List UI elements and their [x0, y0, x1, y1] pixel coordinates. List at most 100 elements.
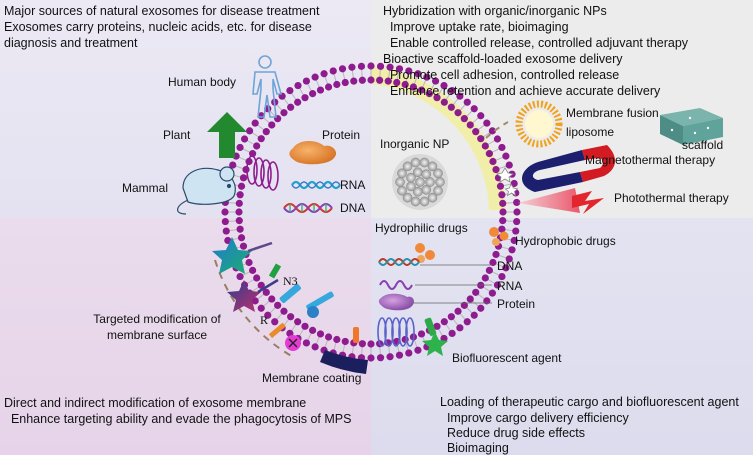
lipid-head [249, 266, 257, 274]
lipid-head [466, 295, 474, 303]
lipid-tail [491, 148, 500, 153]
lipid-tail [242, 271, 251, 276]
lipid-head [309, 90, 317, 98]
lipid-tail [324, 76, 329, 85]
lipid-head [262, 128, 270, 136]
lipid-head [512, 227, 520, 235]
lipid-head [358, 76, 366, 84]
cargo-rna-icon [379, 280, 413, 290]
nanoparticle-sphere [435, 177, 445, 187]
lipid-head [395, 351, 404, 359]
lipid-head [242, 165, 250, 174]
lipid-head [357, 62, 366, 70]
label-biofluorescent-agent: Biofluorescent agent [452, 351, 562, 365]
lipid-head [271, 318, 279, 326]
lipid-head [485, 266, 493, 274]
lipid-head [440, 81, 448, 90]
lipid-head [477, 135, 485, 143]
lipid-tail [228, 202, 237, 204]
lipid-tail [351, 345, 354, 354]
label-dna: DNA [340, 201, 366, 215]
nanoparticle-sphere [421, 184, 432, 195]
cargo-line-2: Improve cargo delivery efficiency [440, 411, 629, 425]
lipid-tail [251, 132, 260, 138]
lipid-tail [299, 328, 304, 337]
lipid-tail [482, 132, 491, 138]
lipid-head [460, 115, 468, 123]
lipid-tail [257, 293, 265, 300]
lipid-head [236, 272, 244, 281]
lipid-head [245, 258, 253, 267]
lipid-tail [238, 156, 247, 161]
cargo-line-3: Reduce drug side effects [440, 426, 585, 440]
label-membrane-fusion: Membrane fusion [566, 106, 659, 120]
lipid-tail [445, 92, 451, 101]
lipid-tail [452, 98, 459, 106]
membrane-receptor-coil [246, 155, 279, 191]
label-hydrophobic-drugs: Hydrophobic drugs [515, 234, 616, 248]
nanoparticle-sphere [433, 185, 443, 196]
lipid-tail [361, 346, 363, 355]
lipid-head [470, 311, 478, 319]
lipid-head [324, 333, 333, 341]
lipid-tail [246, 279, 255, 284]
lipid-head [333, 80, 341, 89]
lipid-head [502, 152, 510, 160]
lipid-tail [315, 79, 320, 88]
lipid-head [329, 67, 337, 75]
lipid-head [236, 225, 244, 233]
lipid-tail [495, 156, 504, 161]
nanoparticle-sphere [402, 192, 413, 203]
dashed-arc-top-right [485, 121, 509, 139]
nanoparticle-sphere [427, 192, 438, 203]
mouse-icon [177, 166, 236, 215]
lipid-head [460, 301, 468, 309]
lipid-head [253, 142, 261, 150]
lipid-head [268, 295, 276, 303]
lipid-head [367, 62, 375, 70]
lipid-head [466, 121, 474, 129]
magnet-spark-icon [496, 167, 514, 183]
nanoparticle-sphere [425, 177, 435, 187]
nanoparticle-sphere [406, 181, 416, 192]
lipid-head [417, 330, 426, 338]
lipid-tail [269, 307, 276, 314]
lipid-head [251, 119, 259, 127]
lipid-head [358, 340, 366, 348]
lipid-tail [269, 110, 276, 117]
lipid-tail [307, 332, 312, 341]
membrane-coating-arc [320, 350, 368, 374]
lipid-head [488, 127, 496, 135]
lipid-tail [477, 124, 485, 131]
lipid-head [492, 165, 500, 174]
lipid-head [395, 65, 404, 73]
lipid-tail [235, 165, 244, 170]
lipid-head [498, 272, 506, 281]
lipid-tail [413, 76, 418, 85]
label-plant: Plant [163, 128, 191, 142]
cargo-protein-icon [378, 293, 414, 311]
lipid-tail [361, 69, 363, 78]
lipid-head [333, 335, 341, 344]
lipid-tail [459, 313, 466, 320]
lipid-head [505, 161, 513, 169]
lipid-head [470, 105, 478, 113]
inorganic-nanoparticle-icon [392, 154, 448, 210]
label-inorganic-np: Inorganic NP [380, 137, 450, 151]
lipid-head [425, 90, 433, 98]
lipid-head [301, 322, 309, 330]
lipid-tail [472, 117, 479, 124]
label-protein: Protein [322, 128, 361, 142]
lipid-tail [388, 70, 391, 79]
lipid-tail [246, 140, 255, 145]
label-hydrophilic-drugs: Hydrophilic drugs [375, 221, 468, 235]
lipid-tail [405, 342, 409, 351]
lipid-head [463, 318, 471, 326]
lipid-tail [438, 87, 443, 96]
lipid-head [376, 76, 384, 84]
lipid-head [257, 281, 265, 289]
lipid-tail [342, 71, 346, 80]
lipid-head [513, 198, 521, 207]
